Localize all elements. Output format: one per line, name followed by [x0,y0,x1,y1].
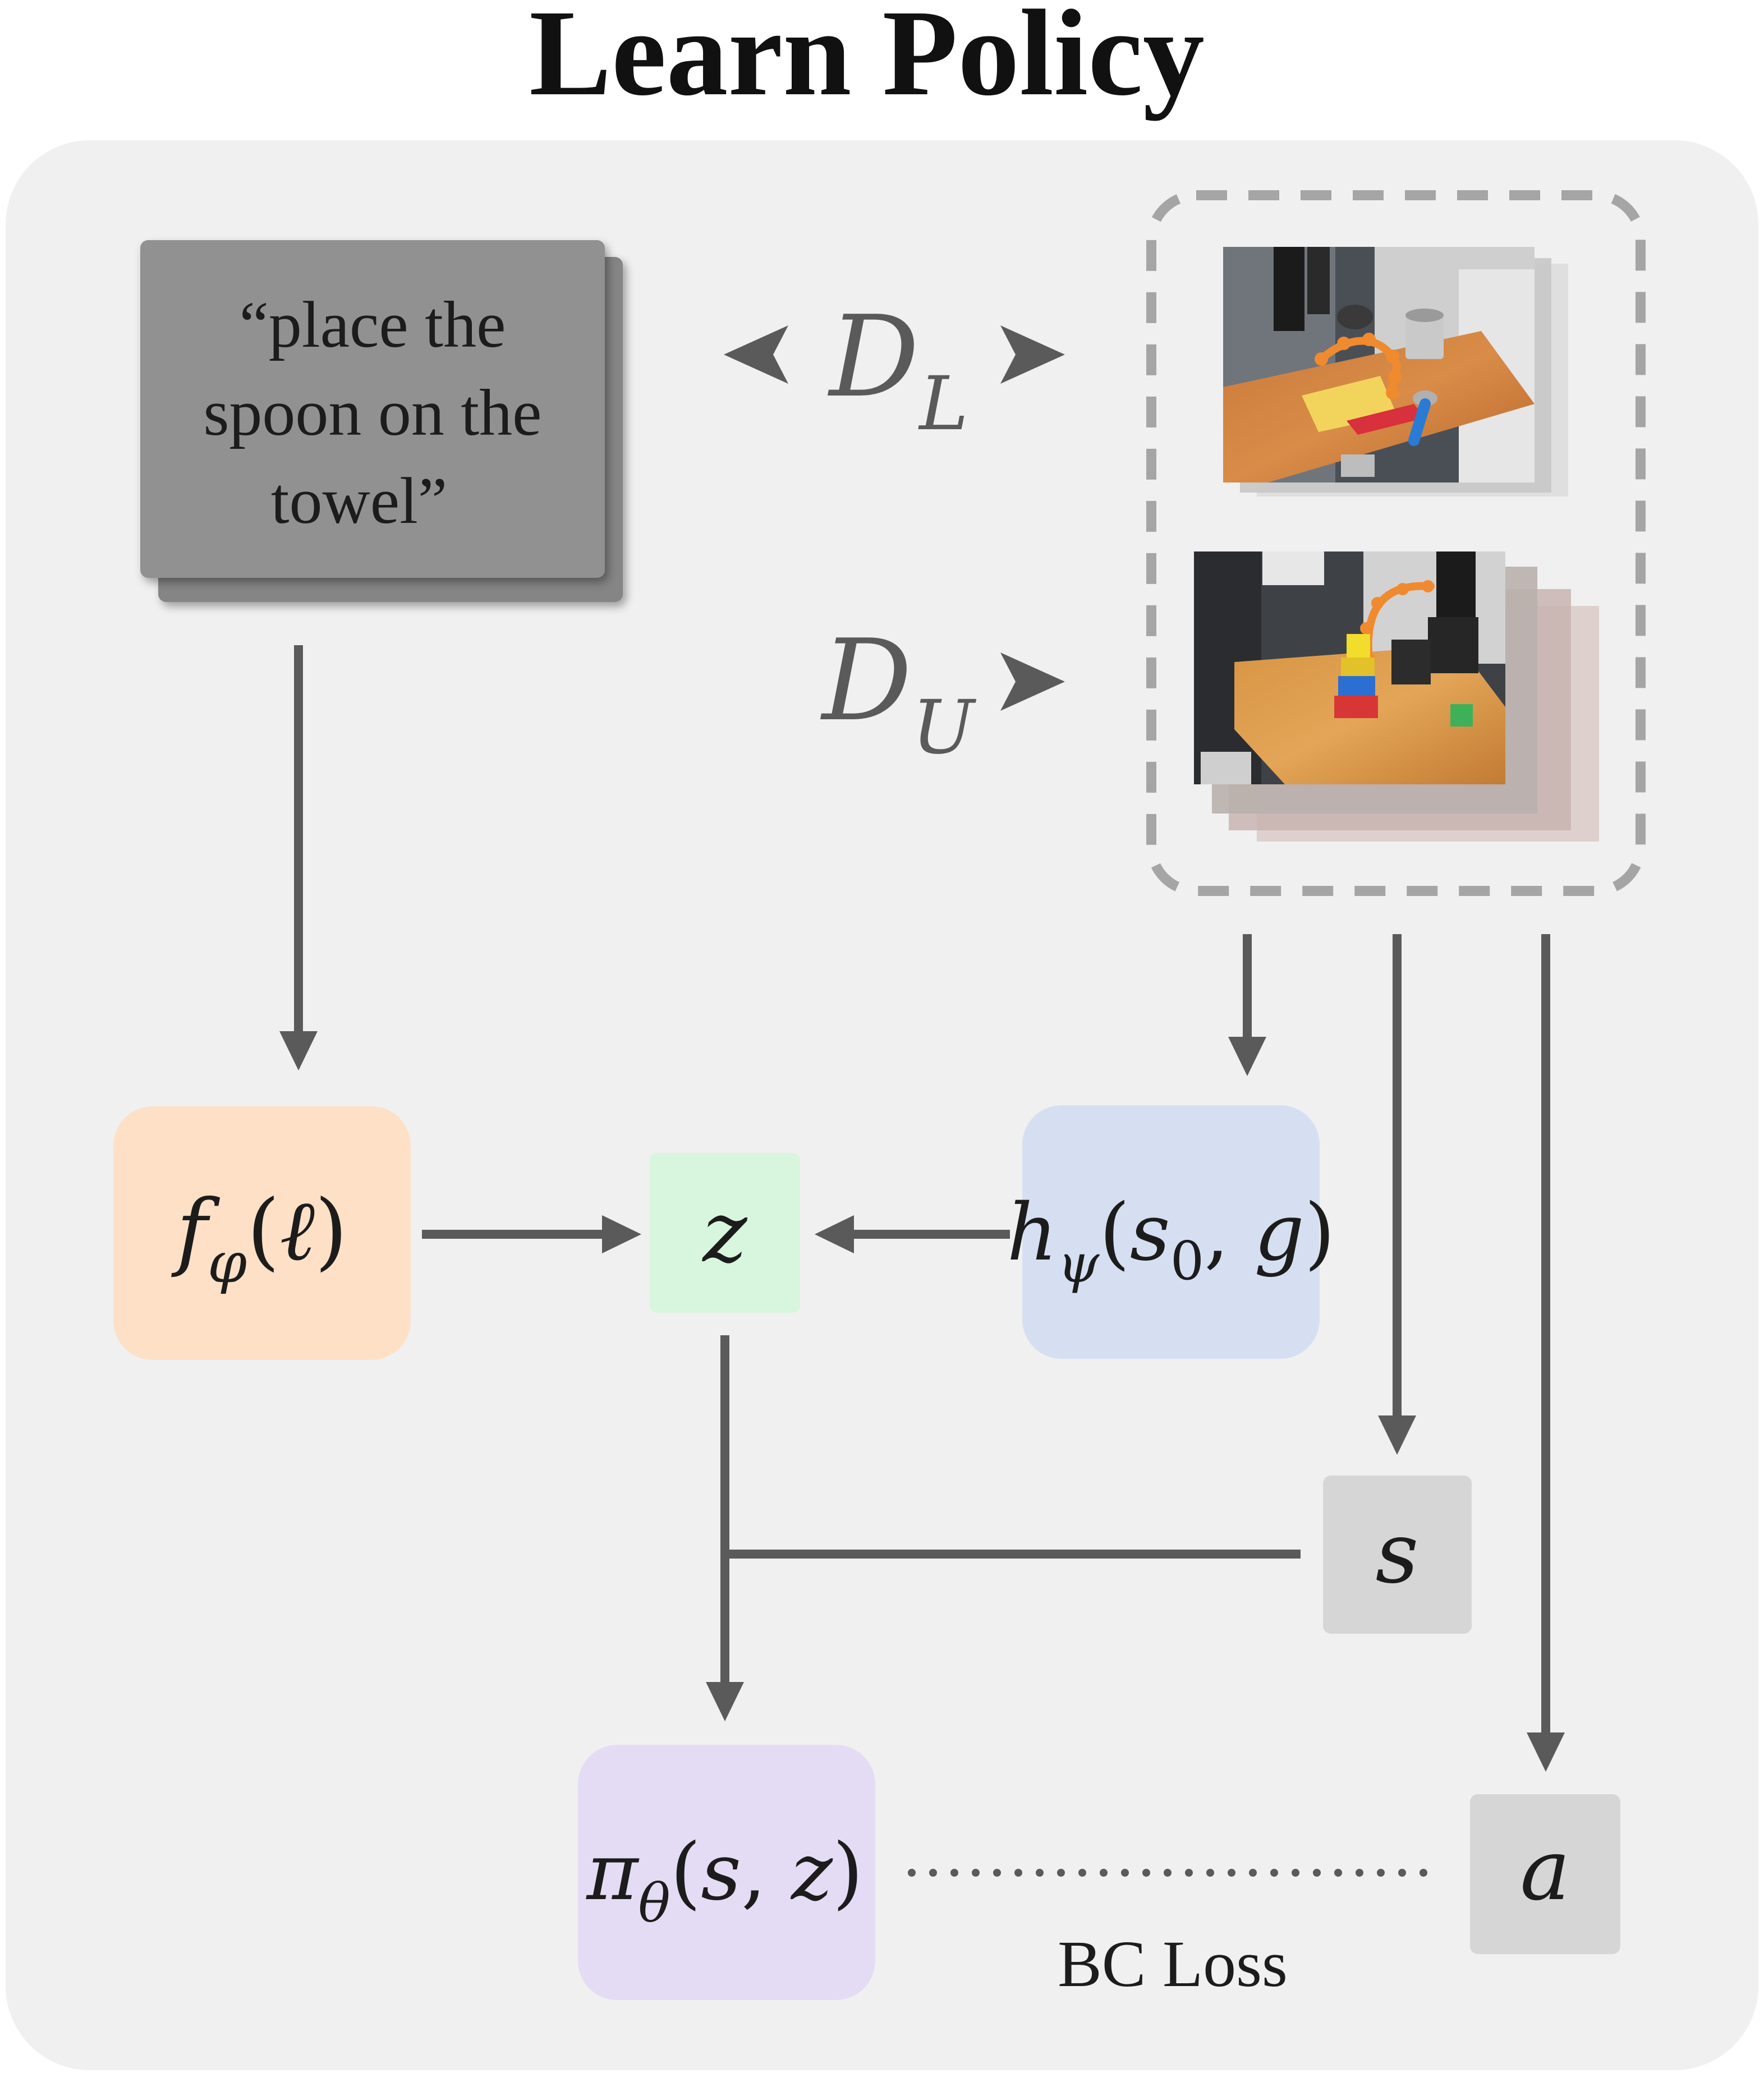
pi-arg-1: s [701,1827,741,1918]
goal-encoder-box [1022,1105,1320,1359]
arrowhead-icon [1378,1415,1416,1455]
svg-text:hψ(s0, g): hψ(s0, g) [1007,1187,1335,1295]
pi-arg-2: z [790,1827,833,1918]
robot-scene-image [1194,551,1505,784]
bc-loss-label: BC Loss [1058,1927,1288,2001]
arrowhead-icon [279,1031,318,1070]
policy-box [578,1745,875,2000]
h-open-paren: ( [1099,1187,1130,1279]
instruction-card-front [140,240,605,578]
f-subscript: φ [208,1230,247,1295]
instruction-text-line-1: “place the [240,288,506,361]
action-a-node: a [1470,1794,1620,1954]
h-symbol: h [1007,1187,1058,1279]
diagram-title: Learn Policy [529,0,1205,121]
du-subscript: U [912,684,976,771]
language-encoder-box [113,1106,411,1360]
policy-node: πθ(s, z) [578,1745,875,2000]
pi-subscript: θ [638,1873,670,1934]
h-arg-1-subscript: 0 [1170,1230,1204,1292]
action-a-box [1470,1794,1620,1954]
arrowhead-icon [1527,1732,1565,1772]
pi-comma: , [741,1827,791,1918]
action-a-label: a [1520,1822,1570,1919]
pi-symbol: π [585,1827,640,1918]
h-arg-2: g [1254,1187,1304,1279]
dl-symbol: D [827,292,919,422]
pi-open-paren: ( [670,1827,701,1918]
unlabeled-dataset-images [1194,551,1599,842]
svg-text:DL: DL [827,292,968,447]
du-symbol: D [820,615,912,746]
connectors [279,645,1565,1877]
arrowhead-icon [1228,1037,1266,1076]
svg-text:fφ(ℓ): fφ(ℓ) [171,1182,347,1295]
robot-scene-image [1223,247,1535,482]
arrowhead-icon [706,1682,744,1721]
h-comma: , [1204,1187,1254,1279]
goal-encoder-node: hψ(s0, g) [1007,1105,1335,1359]
latent-z-node: z [650,1153,800,1313]
pi-close-paren: ) [833,1827,863,1918]
latent-z-label: z [701,1184,747,1281]
state-s-label: s [1376,1505,1419,1602]
h-subscript: ψ [1058,1233,1100,1295]
h-arg-1: s [1130,1187,1170,1279]
unlabeled-dataset-label: DU [820,615,1065,771]
right-chevron-icon [1000,325,1065,384]
state-s-box [1323,1476,1472,1634]
svg-text:πθ(s, z): πθ(s, z) [585,1827,863,1934]
f-open-paren: ( [247,1182,280,1280]
instruction-card: “place the spoon on the towel” [140,240,623,602]
f-close-paren: ) [315,1182,348,1280]
f-argument: ℓ [280,1182,315,1280]
language-encoder-node: fφ(ℓ) [113,1106,411,1360]
dl-subscript: L [918,361,968,447]
state-s-node: s [1323,1476,1472,1634]
arrowhead-icon [602,1215,641,1253]
labeled-dataset-label: DL [724,292,1065,447]
labeled-dataset-images [1223,247,1568,497]
left-chevron-icon [724,325,788,384]
svg-text:DU: DU [820,615,976,771]
latent-z-box [650,1153,800,1313]
instruction-text-line-3: towel” [271,464,448,537]
h-close-paren: ) [1304,1187,1335,1279]
right-chevron-icon [1000,652,1065,711]
arrowhead-icon [815,1215,854,1253]
instruction-text-line-2: spoon on the [203,376,541,449]
